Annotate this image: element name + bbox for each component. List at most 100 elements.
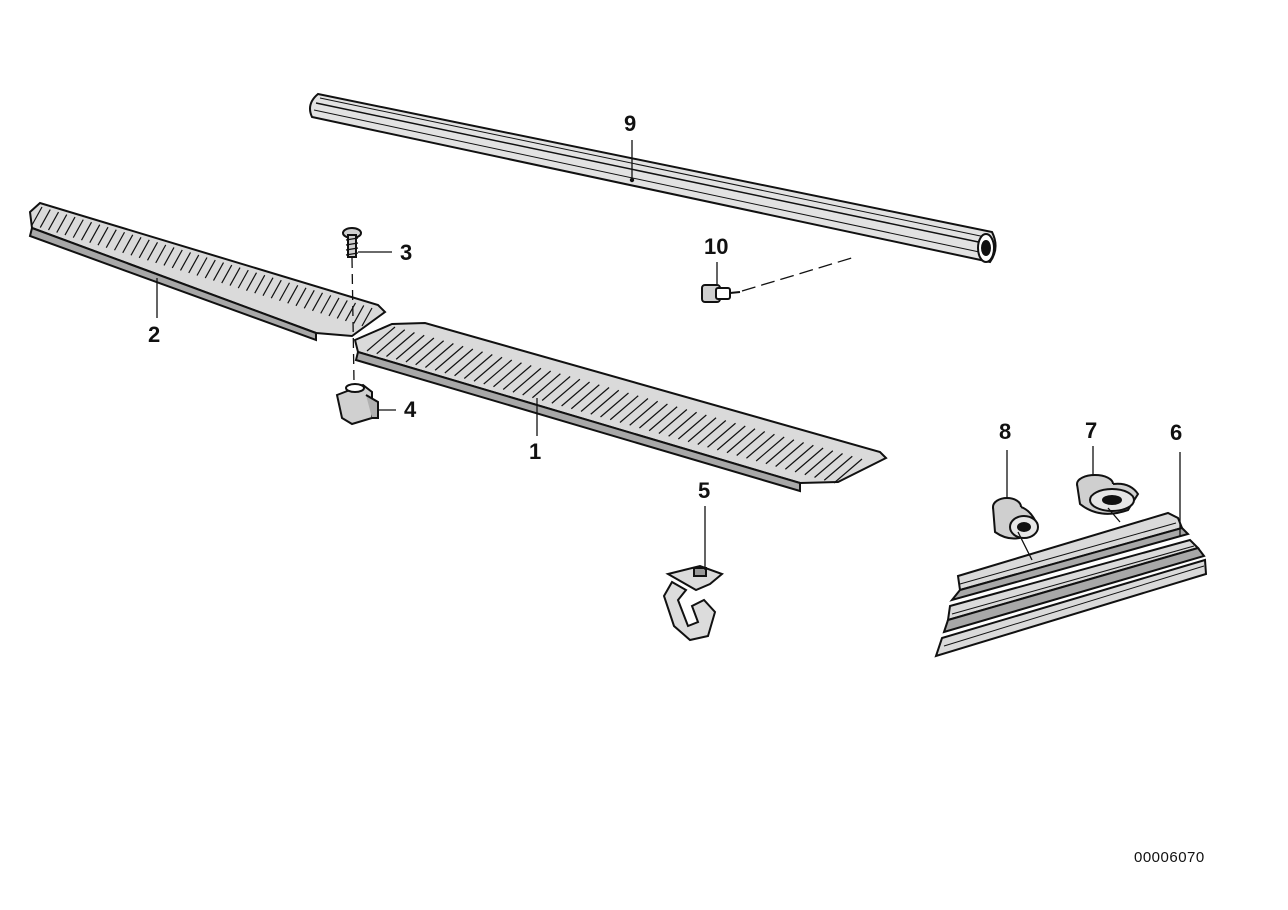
grille-rib (775, 442, 805, 467)
grille-rib (483, 359, 513, 385)
grille-rib (823, 455, 853, 481)
grille-rib (532, 373, 561, 399)
grille-rib (814, 453, 843, 478)
grille-rib (493, 362, 522, 388)
grille-rib (590, 389, 620, 415)
grille-rib (221, 264, 233, 284)
document-number: 00006070 (1134, 849, 1205, 866)
grille-rib (97, 226, 109, 246)
grille-rib (376, 329, 406, 355)
grille-rib (561, 381, 590, 407)
grille-rib (668, 411, 697, 437)
callout-6: 6 (1170, 420, 1183, 445)
grille-rib (755, 436, 785, 462)
grille-rib (658, 409, 688, 434)
grille-rib (386, 332, 415, 357)
grille-rib (138, 239, 150, 259)
grille-rib (295, 287, 307, 307)
grille-rib (179, 252, 192, 271)
grille-rib (303, 290, 315, 309)
grille-rib (784, 444, 814, 470)
grille-rib (697, 420, 727, 445)
grille-rib (105, 229, 117, 249)
grille-rib (726, 428, 756, 454)
part-9-strip (310, 94, 996, 262)
part-6-side-grille (936, 513, 1206, 656)
grille-rib (320, 295, 332, 314)
grille-rib (237, 269, 249, 289)
grille-rib (677, 414, 707, 440)
grille-rib (736, 431, 766, 456)
grille-rib (311, 292, 324, 312)
grille-rib (473, 356, 503, 382)
grille-rib (687, 417, 717, 443)
grille-rib (707, 422, 736, 448)
leader-7-tail (1107, 507, 1121, 523)
grille-rib (80, 221, 93, 241)
grille-rib (56, 214, 68, 233)
grille-rib (39, 209, 51, 228)
callout-8: 8 (999, 419, 1012, 444)
grille-rib (424, 343, 454, 368)
part-1-grille-main (355, 323, 886, 491)
callout-1: 1 (529, 439, 542, 464)
grille-rib (512, 367, 542, 393)
callout-10: 10 (704, 234, 729, 259)
callout-3: 3 (400, 240, 413, 265)
grille-rib (454, 351, 483, 377)
grille-rib (336, 300, 348, 319)
part-2-grille-left (30, 203, 385, 340)
grille-rib (254, 274, 266, 294)
grille-rib (89, 224, 101, 243)
grille-rib (353, 305, 365, 324)
grille-rib (229, 267, 241, 286)
grille-rib (366, 326, 396, 352)
part-7-grommet (1077, 475, 1138, 514)
callout-7: 7 (1085, 418, 1098, 443)
grille-rib (163, 247, 175, 266)
grille-rib (361, 307, 373, 327)
grille-rib (746, 433, 775, 459)
grille-rib (245, 272, 258, 291)
grille-rib (502, 365, 532, 390)
grille-rib (344, 302, 357, 322)
callout-9: 9 (624, 111, 637, 136)
grille-rib (434, 345, 464, 371)
grille-rib (262, 277, 274, 296)
grille-rib (146, 242, 159, 261)
grille-rib (328, 297, 340, 317)
grille-rib (639, 403, 668, 429)
grille-rib (31, 206, 43, 226)
grille-rib (833, 458, 863, 484)
grille-rib (522, 370, 552, 396)
grille-rib (600, 392, 629, 418)
grille-rib (64, 216, 76, 236)
grille-rib (212, 262, 225, 281)
grille-rib (551, 378, 581, 404)
callout-2: 2 (148, 322, 161, 347)
part-5-spring-clip (664, 566, 722, 640)
leader-10-dashed (741, 256, 856, 292)
grille-rib (171, 249, 183, 269)
part-8-grommet (993, 498, 1038, 539)
grille-rib (570, 384, 600, 410)
grille-rib (463, 354, 493, 379)
grille-rib (415, 340, 445, 366)
grille-rib (444, 348, 474, 374)
grille-rib (122, 234, 134, 254)
grille-rib (72, 219, 84, 238)
grille-rib (609, 395, 639, 421)
grille-rib (130, 237, 142, 256)
grille-rib (405, 337, 435, 363)
part-2-ribs (31, 206, 373, 327)
grille-rib (580, 387, 610, 412)
grille-rib (270, 279, 282, 299)
leader-9-dot (629, 177, 635, 183)
grille-rib (765, 439, 795, 465)
leader-8-tail (1017, 531, 1033, 561)
part-4-clip-nut (337, 384, 378, 424)
grille-rib (196, 257, 208, 276)
grille-rib (629, 400, 659, 426)
callout-5: 5 (698, 478, 711, 503)
